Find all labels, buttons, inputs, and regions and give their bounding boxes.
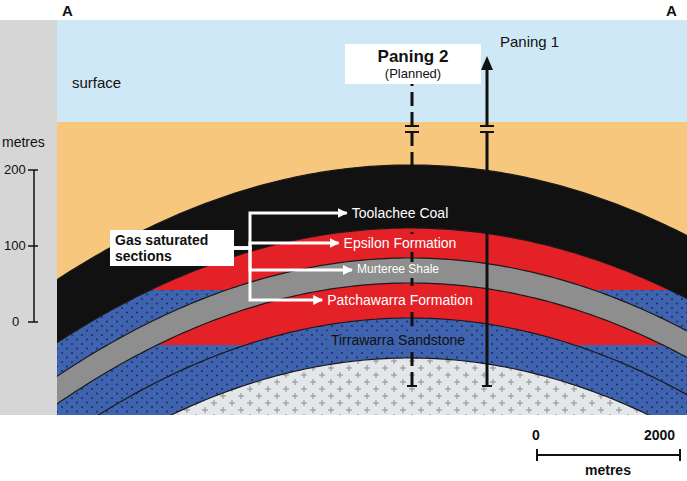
layer-band: Murteree Shale	[353, 262, 443, 278]
node-text: Murteree Shale	[357, 263, 439, 277]
horizontal-scale	[537, 449, 680, 461]
vertical-scale	[28, 170, 38, 322]
basement	[57, 358, 687, 415]
callout-arrow	[234, 248, 322, 300]
scale-label: 0	[532, 427, 540, 443]
bed-boundary	[57, 358, 687, 415]
bed-boundary	[57, 318, 687, 415]
section-end-label: A	[62, 2, 73, 19]
layer-band: Patchawarra Formation	[323, 291, 477, 309]
node-text: Paning 2	[349, 47, 477, 67]
scale-label: metres	[2, 134, 45, 150]
callout-arrow	[234, 248, 352, 270]
callout-arrow	[234, 213, 347, 248]
section-end-label: A	[666, 2, 677, 19]
layer-band: Toolachee Coal	[348, 204, 453, 222]
scale-label: 0	[12, 314, 19, 329]
surface-label: surface	[72, 74, 121, 91]
node-text: Tirrawarra Sandstone	[331, 332, 465, 348]
node-text: Epsilon Formation	[344, 235, 457, 251]
scale-label: metres	[585, 462, 631, 478]
bed-boundary	[57, 165, 687, 284]
well-drilled	[480, 56, 494, 386]
strata	[57, 20, 687, 415]
well-label-box: Paning 2(Planned)	[345, 44, 481, 84]
scale-label: 2000	[644, 427, 675, 443]
node-text: Toolachee Coal	[352, 205, 449, 221]
patchawarra-gas-zone	[57, 283, 687, 345]
node-text: (Planned)	[349, 67, 477, 82]
callout-box: Gas saturated sections	[110, 230, 234, 266]
scale-panel	[0, 20, 57, 415]
layer-band: Tirrawarra Sandstone	[327, 331, 469, 349]
bed-boundary	[57, 283, 687, 409]
scale-label: 200	[4, 162, 26, 177]
basement-texture	[57, 358, 687, 415]
bed-boundary	[57, 228, 687, 347]
sky	[57, 20, 687, 122]
well-label: Paning 1	[500, 33, 559, 50]
scale-label: 100	[4, 238, 26, 253]
node-text: Patchawarra Formation	[327, 292, 473, 308]
layer-band: Epsilon Formation	[340, 234, 461, 252]
node-text: Gas saturated sections	[115, 232, 229, 264]
